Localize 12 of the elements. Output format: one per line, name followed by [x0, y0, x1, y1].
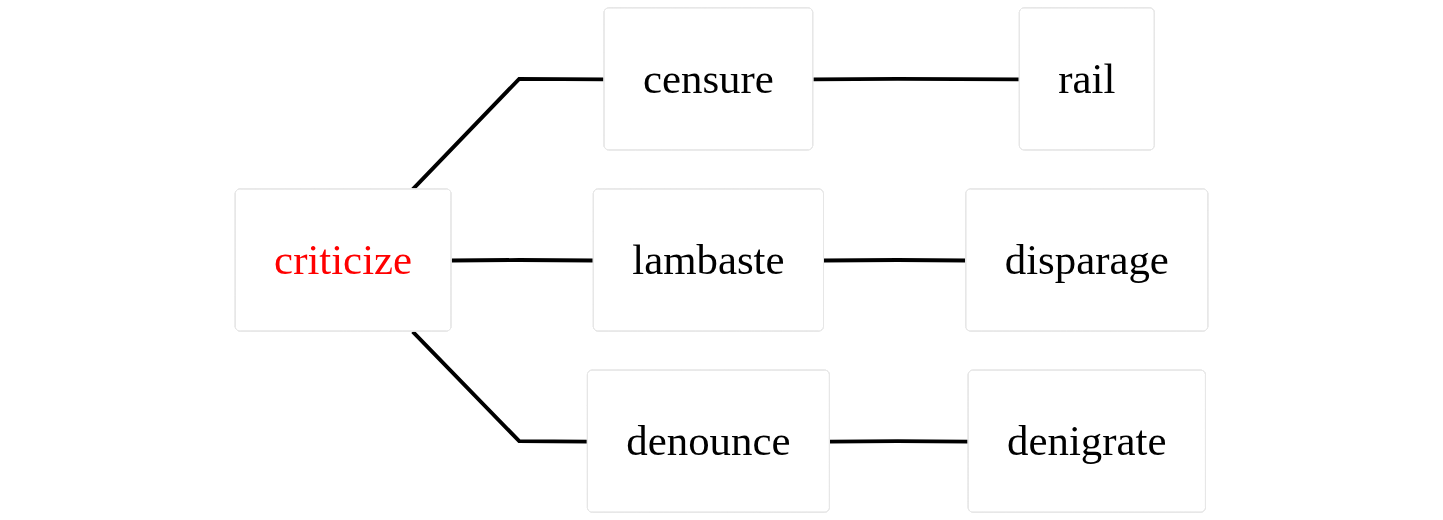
connector — [451, 258, 594, 263]
connector — [411, 330, 588, 444]
node-text: criticize — [274, 235, 413, 284]
node-text: denounce — [626, 416, 791, 465]
connector — [813, 76, 1020, 82]
connector — [823, 258, 967, 263]
connector — [829, 439, 969, 444]
node-text: censure — [642, 54, 774, 103]
node-text: denigrate — [1007, 416, 1167, 465]
node-text: rail — [1058, 54, 1116, 103]
node-text: disparage — [1004, 235, 1169, 284]
node-text: lambaste — [632, 235, 785, 284]
